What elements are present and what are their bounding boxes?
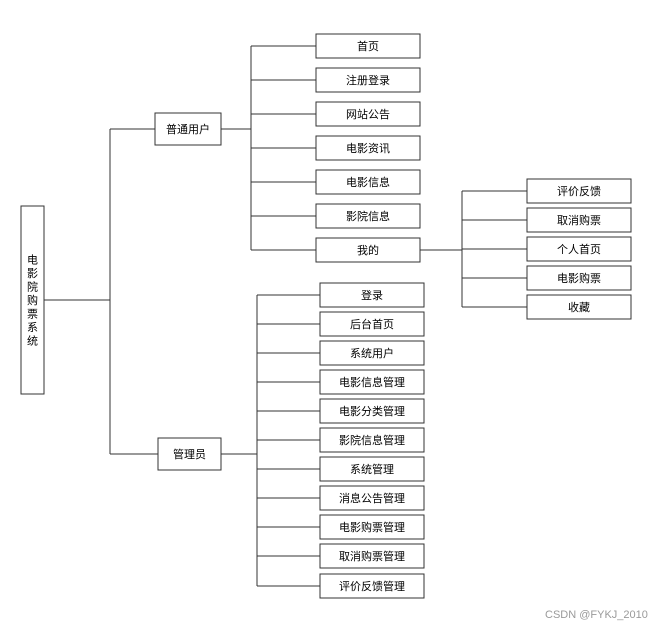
- level3-node-box: [526, 265, 632, 291]
- level2-node-box: [315, 33, 421, 59]
- level2-node-box: [315, 237, 421, 263]
- level2-node-label: 电影信息: [346, 175, 390, 189]
- level2-node-box: [319, 573, 425, 599]
- level2-node-label: 评价反馈管理: [339, 579, 405, 593]
- root-node-label: 电影院购票系统: [27, 253, 38, 347]
- level2-node-label: 系统管理: [350, 462, 394, 476]
- level2-node: 系统管理: [319, 456, 425, 482]
- level2-node-label: 注册登录: [346, 73, 390, 87]
- root-node-box: [20, 205, 45, 395]
- level2-node-label: 首页: [357, 39, 379, 53]
- level2-node-box: [319, 282, 425, 308]
- level3-node: 收藏: [526, 294, 632, 320]
- level2-node-label: 我的: [357, 243, 379, 257]
- level2-node: 登录: [319, 282, 425, 308]
- level3-node: 个人首页: [526, 236, 632, 262]
- diagram-edges: [44, 45, 527, 587]
- level2-node-label: 取消购票管理: [339, 549, 405, 563]
- level2-node-box: [319, 398, 425, 424]
- level1-node-label: 普通用户: [166, 122, 210, 136]
- level3-node-label: 评价反馈: [557, 185, 601, 198]
- level2-node-box: [319, 427, 425, 453]
- level2-node: 网站公告: [315, 101, 421, 127]
- level2-node-box: [319, 514, 425, 540]
- level2-node-label: 后台首页: [350, 317, 394, 331]
- level2-node-label: 登录: [361, 288, 383, 302]
- watermark: CSDN @FYKJ_2010: [545, 609, 648, 621]
- level3-node-box: [526, 294, 632, 320]
- level2-node-label: 电影分类管理: [339, 404, 405, 418]
- level2-node: 取消购票管理: [319, 543, 425, 569]
- level2-node: 评价反馈管理: [319, 573, 425, 599]
- level2-node: 系统用户: [319, 340, 425, 366]
- level3-node-label: 取消购票: [557, 213, 601, 227]
- level3-node-box: [526, 236, 632, 262]
- level2-node-label: 系统用户: [350, 346, 394, 360]
- level1-node-box: [157, 437, 222, 471]
- level2-node: 消息公告管理: [319, 485, 425, 511]
- level2-node-box: [315, 67, 421, 93]
- level1-node: 普通用户: [154, 112, 222, 146]
- level2-node: 影院信息管理: [319, 427, 425, 453]
- level2-node-label: 消息公告管理: [339, 491, 405, 505]
- level3-node: 取消购票: [526, 207, 632, 233]
- level2-node-box: [319, 340, 425, 366]
- level1-node-label: 管理员: [173, 447, 206, 461]
- level2-node-box: [319, 485, 425, 511]
- level3-node-label: 个人首页: [557, 242, 601, 256]
- level2-node-label: 电影购票管理: [339, 520, 405, 534]
- level1-node-box: [154, 112, 222, 146]
- level3-node: 电影购票: [526, 265, 632, 291]
- level2-node-box: [315, 203, 421, 229]
- root-node: 电影院购票系统: [20, 205, 45, 395]
- level2-node-box: [315, 135, 421, 161]
- level2-node: 电影信息: [315, 169, 421, 195]
- level2-node-label: 电影资讯: [346, 142, 390, 155]
- level2-node: 首页: [315, 33, 421, 59]
- level2-node: 电影信息管理: [319, 369, 425, 395]
- level2-node-box: [319, 311, 425, 337]
- level2-node-label: 影院信息管理: [339, 433, 405, 447]
- level2-node: 电影购票管理: [319, 514, 425, 540]
- level2-node: 电影分类管理: [319, 398, 425, 424]
- level2-node: 注册登录: [315, 67, 421, 93]
- level2-node: 后台首页: [319, 311, 425, 337]
- level2-node-box: [315, 101, 421, 127]
- level2-node-box: [319, 456, 425, 482]
- level3-node-label: 收藏: [568, 300, 590, 314]
- level2-node: 影院信息: [315, 203, 421, 229]
- level2-node: 我的: [315, 237, 421, 263]
- level2-node-label: 影院信息: [346, 209, 390, 223]
- level1-node: 管理员: [157, 437, 222, 471]
- level2-node-box: [319, 369, 425, 395]
- level3-node: 评价反馈: [526, 178, 632, 204]
- level2-node-box: [315, 169, 421, 195]
- level3-node-box: [526, 207, 632, 233]
- level3-node-label: 电影购票: [557, 271, 601, 285]
- level2-node-label: 网站公告: [346, 107, 390, 121]
- level2-node-box: [319, 543, 425, 569]
- level2-node: 电影资讯: [315, 135, 421, 161]
- level2-node-label: 电影信息管理: [339, 375, 405, 389]
- level3-node-box: [526, 178, 632, 204]
